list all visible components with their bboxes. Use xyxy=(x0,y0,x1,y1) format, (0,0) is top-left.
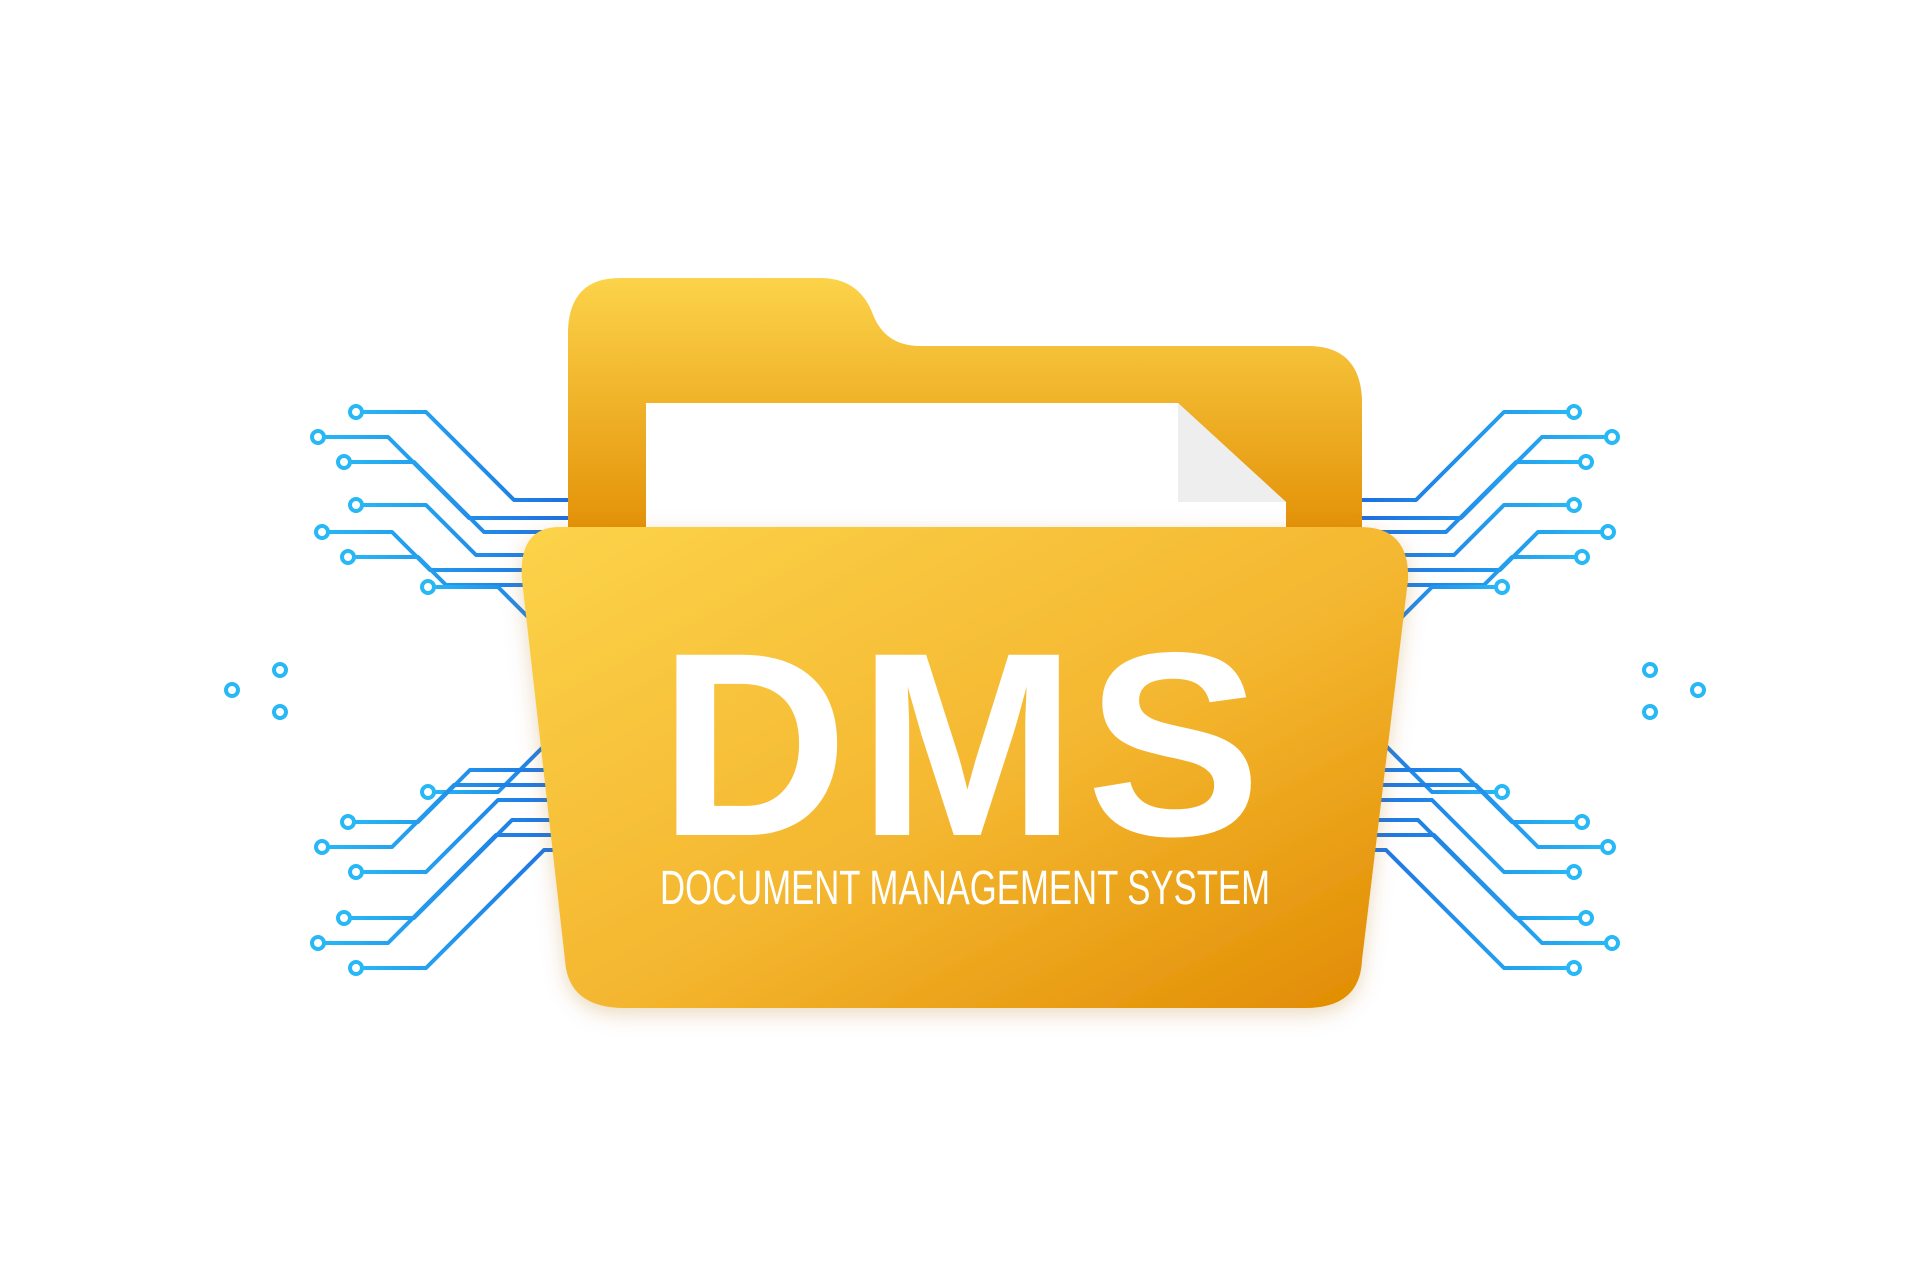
circuit-node xyxy=(1574,814,1590,830)
circuit-trace xyxy=(356,798,568,874)
circuit-trace xyxy=(1362,410,1574,502)
logo-full-name: DOCUMENT MANAGEMENT SYSTEM xyxy=(660,862,1270,915)
open-folder-icon xyxy=(521,527,1409,1008)
circuit-node xyxy=(1494,784,1510,800)
circuit-trace xyxy=(1362,555,1582,587)
document-icon xyxy=(646,403,1286,560)
circuit-node xyxy=(310,429,326,445)
circuit-node xyxy=(272,704,288,720)
logo-acronym: DMS xyxy=(659,598,1271,891)
circuit-lines-left-icon xyxy=(224,404,568,976)
circuit-node xyxy=(1566,864,1582,880)
circuit-node xyxy=(272,662,288,678)
circuit-node xyxy=(1566,960,1582,976)
circuit-node xyxy=(1494,579,1510,595)
circuit-node xyxy=(1578,454,1594,470)
circuit-node xyxy=(420,579,436,595)
circuit-node xyxy=(1642,662,1658,678)
circuit-node xyxy=(1578,910,1594,926)
circuit-node xyxy=(1566,404,1582,420)
circuit-node xyxy=(314,839,330,855)
circuit-node xyxy=(340,814,356,830)
circuit-trace xyxy=(1362,833,1612,945)
circuit-node xyxy=(224,682,240,698)
circuit-trace xyxy=(318,833,568,945)
circuit-node xyxy=(1690,682,1706,698)
circuit-node xyxy=(340,549,356,565)
circuit-node xyxy=(1600,839,1616,855)
circuit-trace xyxy=(344,460,568,534)
circuit-trace xyxy=(1362,783,1608,849)
circuit-trace xyxy=(322,783,568,849)
circuit-node xyxy=(1642,704,1658,720)
circuit-trace xyxy=(1362,530,1608,572)
circuit-trace xyxy=(356,410,568,502)
circuit-node xyxy=(420,784,436,800)
circuit-trace xyxy=(1362,798,1574,874)
circuit-node xyxy=(348,864,364,880)
circuit-trace xyxy=(348,555,568,587)
circuit-trace xyxy=(348,768,568,824)
circuit-node xyxy=(336,910,352,926)
circuit-lines-right-icon xyxy=(1362,404,1706,976)
circuit-trace xyxy=(356,503,568,557)
circuit-node xyxy=(1604,429,1620,445)
circuit-node xyxy=(310,935,326,951)
circuit-node xyxy=(1604,935,1620,951)
circuit-node xyxy=(348,497,364,513)
circuit-node xyxy=(1566,497,1582,513)
circuit-trace xyxy=(1362,460,1586,534)
circuit-trace xyxy=(1362,768,1582,824)
circuit-trace xyxy=(1362,503,1574,557)
circuit-node xyxy=(348,960,364,976)
circuit-node xyxy=(1600,524,1616,540)
circuit-node xyxy=(1574,549,1590,565)
circuit-node xyxy=(348,404,364,420)
circuit-trace xyxy=(322,530,568,572)
circuit-node xyxy=(336,454,352,470)
circuit-node xyxy=(314,524,330,540)
